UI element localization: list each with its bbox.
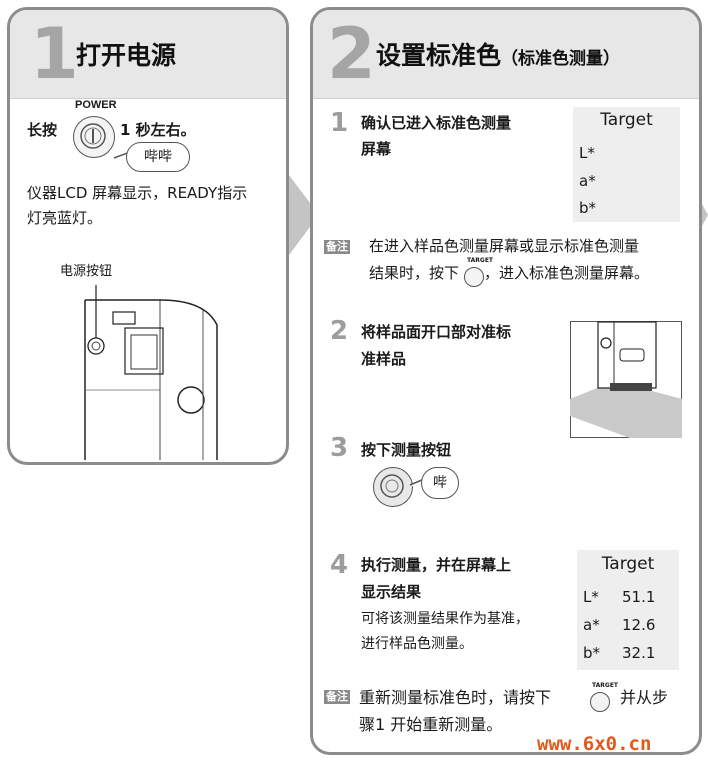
note2-line1a: 重新测量标准色时，请按下 bbox=[359, 688, 552, 707]
target-button-icon bbox=[464, 267, 484, 287]
result-row-a-label: a* bbox=[583, 616, 600, 634]
step2-title-sub: （标准色测量） bbox=[501, 49, 621, 69]
substep4-number: 4 bbox=[330, 550, 349, 580]
note2-line1b: 并从步 bbox=[620, 688, 669, 707]
long-press-text: 长按 bbox=[27, 121, 58, 139]
substep1-line1: 确认已进入标准色测量 bbox=[361, 114, 512, 132]
step2-number: 2 bbox=[327, 13, 376, 95]
lcd-text-line2: 灯亮蓝灯。 bbox=[27, 209, 103, 227]
substep4-line1: 执行测量，并在屏幕上 bbox=[361, 556, 512, 574]
note2-target-label: TARGET bbox=[592, 682, 619, 689]
target-row-b: b* bbox=[579, 199, 597, 217]
target-button-icon-2 bbox=[590, 692, 610, 712]
step2-header: 2 设置标准色（标准色测量） bbox=[313, 10, 699, 99]
result-row-b-value: 32.1 bbox=[622, 644, 656, 662]
power-button-icon bbox=[73, 116, 115, 158]
target-screen-empty: Target L* a* b* bbox=[573, 107, 680, 222]
step1-number: 1 bbox=[30, 13, 79, 95]
substep4-desc2: 进行样品色测量。 bbox=[361, 636, 473, 652]
note1-line2b: ，进入标准色测量屏幕。 bbox=[484, 264, 650, 282]
note2-line2: 骤1 开始重新测量。 bbox=[359, 715, 503, 734]
substep2-number: 2 bbox=[330, 316, 349, 346]
target-screen-result: Target L* 51.1 a* 12.6 b* 32.1 bbox=[577, 550, 679, 670]
footer-url: www.6x0.cn bbox=[537, 733, 652, 755]
result-row-b-label: b* bbox=[583, 644, 601, 662]
target-row-a: a* bbox=[579, 172, 596, 190]
lcd-text-line1: 仪器LCD 屏幕显示，READY指示 bbox=[27, 184, 248, 202]
substep4-desc1: 可将该测量结果作为基准， bbox=[361, 611, 529, 627]
substep2-line2: 准样品 bbox=[361, 350, 407, 368]
note1-line2a: 结果时，按下 bbox=[369, 264, 460, 282]
substep1-line2: 屏幕 bbox=[361, 140, 392, 158]
step1-header: 1 打开电源 bbox=[10, 10, 286, 99]
beep-bubble: 哔哔 bbox=[126, 142, 190, 172]
result-target-title: Target bbox=[601, 554, 655, 574]
seconds-text: 1 秒左右。 bbox=[120, 121, 196, 139]
measure-button-icon bbox=[373, 467, 413, 507]
note2-tag: 备注 bbox=[324, 690, 350, 704]
substep4-line2: 显示结果 bbox=[361, 583, 422, 601]
target-title: Target bbox=[600, 110, 653, 130]
note1-target-label: TARGET bbox=[467, 257, 494, 264]
result-row-a-value: 12.6 bbox=[622, 616, 656, 634]
power-label: POWER bbox=[75, 99, 117, 111]
substep3-number: 3 bbox=[330, 433, 349, 463]
substep1-number: 1 bbox=[330, 108, 349, 138]
substep3-line1: 按下测量按钮 bbox=[361, 441, 452, 459]
step2-title: 设置标准色（标准色测量） bbox=[376, 41, 620, 74]
substep2-line1: 将样品面开口部对准标 bbox=[361, 323, 512, 341]
target-row-l: L* bbox=[579, 144, 595, 162]
beep-bubble-2: 哔 bbox=[421, 467, 459, 499]
step1-panel: 1 打开电源 长按 POWER 1 秒左右。 哔哔 仪器LCD 屏幕显示，REA… bbox=[7, 7, 289, 465]
note1-line1: 在进入样品色测量屏幕或显示标准色测量 bbox=[369, 237, 640, 255]
device-illustration bbox=[84, 285, 218, 460]
note1-tag: 备注 bbox=[324, 240, 350, 254]
step2-title-main: 设置标准色 bbox=[376, 41, 502, 70]
result-row-l-value: 51.1 bbox=[622, 588, 656, 606]
result-row-l-label: L* bbox=[583, 588, 599, 606]
step1-title: 打开电源 bbox=[76, 41, 177, 70]
power-button-caption: 电源按钮 bbox=[60, 264, 113, 279]
sample-alignment-illustration bbox=[570, 321, 682, 438]
step2-panel: 2 设置标准色（标准色测量） 1 确认已进入标准色测量 屏幕 Target L*… bbox=[310, 7, 702, 755]
